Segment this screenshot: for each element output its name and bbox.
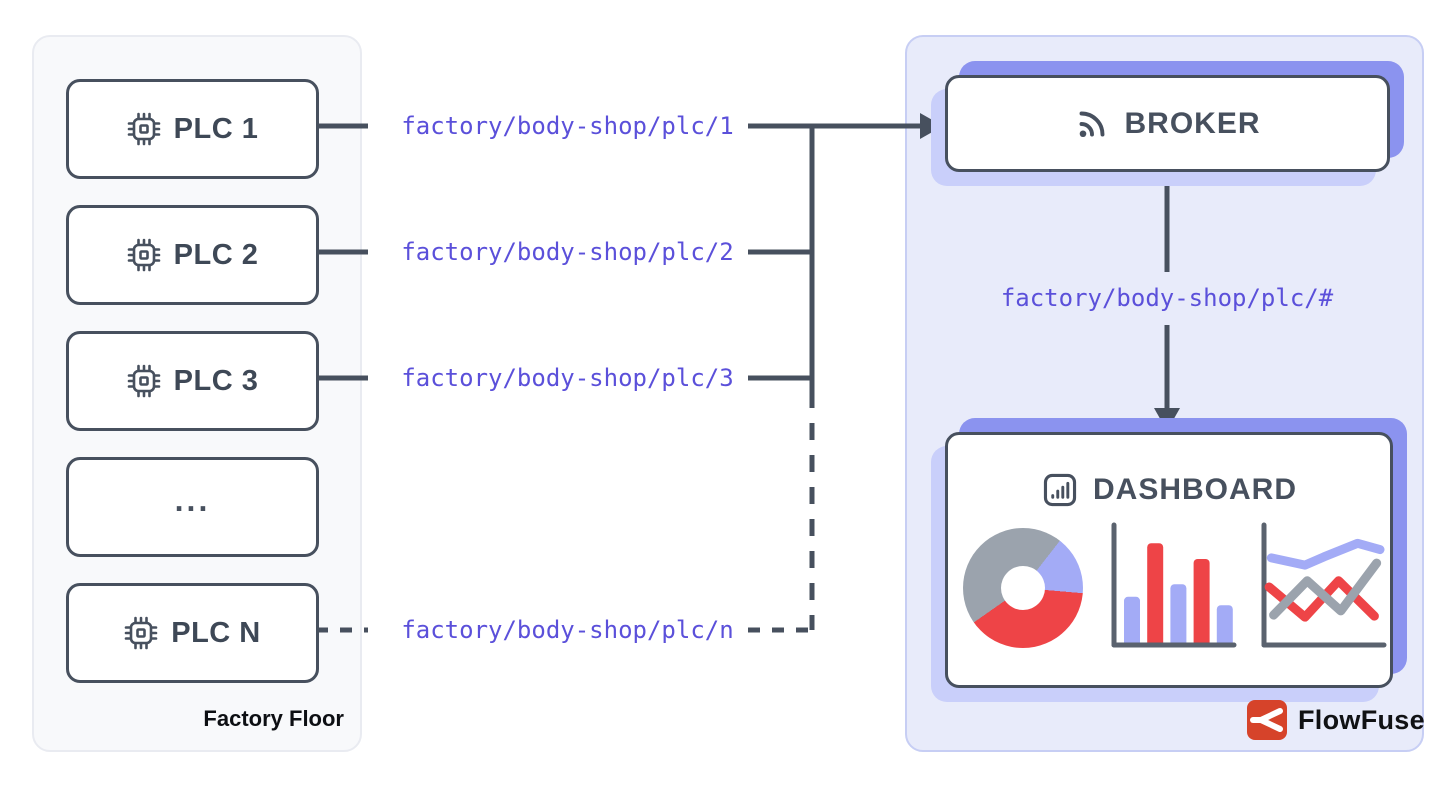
line-chart (1261, 522, 1387, 648)
chip-icon (127, 364, 160, 398)
chip-icon (124, 616, 158, 650)
plc-ellipsis-node: ... (66, 457, 319, 557)
plc-3-node: PLC 3 (66, 331, 319, 431)
plc-n-label: PLC N (171, 616, 261, 649)
plc-1-node: PLC 1 (66, 79, 319, 179)
plc-2-node: PLC 2 (66, 205, 319, 305)
plc-2-label: PLC 2 (173, 238, 259, 271)
plc-n-node: PLC N (66, 583, 319, 683)
bar-chart-icon (1043, 473, 1077, 507)
dashboard-card: DASHBOARD (945, 432, 1393, 688)
chip-icon (127, 238, 160, 272)
chip-icon (127, 112, 160, 146)
rss-broadcast-icon (1080, 111, 1105, 137)
flowfuse-logo (1247, 700, 1287, 740)
broker-card: BROKER (945, 75, 1390, 172)
ellipsis-label: ... (174, 481, 211, 518)
dashboard-node: DASHBOARD (931, 418, 1407, 702)
flowfuse-brand: FlowFuse (1246, 699, 1425, 741)
broker-node: BROKER (931, 61, 1404, 186)
donut-chart (963, 528, 1083, 648)
bar-chart (1111, 522, 1237, 648)
donut-hole (1001, 566, 1045, 610)
plc-1-label: PLC 1 (173, 112, 259, 145)
factory-floor-caption: Factory Floor (203, 706, 344, 731)
topic-plc3: factory/body-shop/plc/3 (401, 364, 734, 392)
topic-wildcard: factory/body-shop/plc/# (1000, 284, 1334, 312)
topic-plcn: factory/body-shop/plc/n (401, 616, 734, 644)
topic-plc1: factory/body-shop/plc/1 (401, 112, 734, 140)
plc-3-label: PLC 3 (173, 364, 259, 397)
brand-name: FlowFuse (1298, 704, 1425, 735)
broker-label: BROKER (1124, 106, 1261, 140)
dashboard-label: DASHBOARD (1093, 473, 1297, 506)
topic-plc2: factory/body-shop/plc/2 (401, 238, 734, 266)
